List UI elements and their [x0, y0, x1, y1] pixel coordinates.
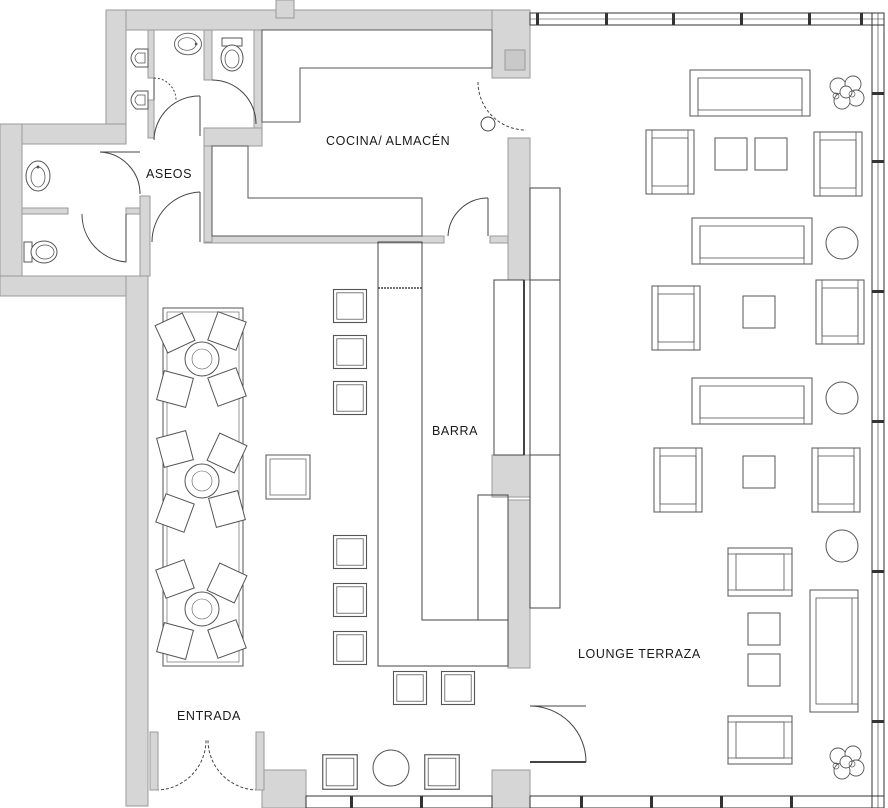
- urinal-icon: [130, 48, 149, 68]
- urinal-icon: [130, 90, 149, 110]
- chair: [322, 754, 358, 790]
- door-swing-icon: [81, 77, 587, 791]
- entrance-frame-right: [255, 731, 265, 791]
- armchair: [645, 129, 695, 195]
- coffee-table: [714, 137, 748, 171]
- label-aseos: ASEOS: [146, 167, 192, 181]
- round-table: [825, 226, 859, 260]
- terrace-railing: [305, 12, 885, 808]
- coffee-table: [742, 295, 776, 329]
- lounge-furniture: [645, 69, 865, 780]
- chair: [424, 754, 460, 790]
- armchair: [815, 279, 865, 345]
- stool: [332, 582, 368, 618]
- sink-icon: [174, 32, 202, 56]
- plant-icon: [829, 75, 865, 110]
- label-entrada: ENTRADA: [177, 709, 241, 723]
- label-cocina: COCINA/ ALMACÉN: [326, 133, 450, 148]
- sofa-vertical: [809, 589, 859, 713]
- armchair: [727, 547, 793, 597]
- stool: [392, 670, 428, 706]
- round-table: [825, 381, 859, 415]
- label-lounge: LOUNGE TERRAZA: [578, 647, 701, 661]
- armchair: [651, 285, 701, 351]
- sofa: [691, 217, 813, 265]
- plant-icon: [829, 745, 865, 780]
- bar-stools: [265, 288, 476, 706]
- kitchen-counter: [211, 29, 493, 237]
- stool: [332, 288, 368, 324]
- armchair: [811, 447, 861, 513]
- toilet-icon: [23, 240, 58, 264]
- stool: [332, 630, 368, 666]
- coffee-table: [747, 653, 781, 687]
- armchair: [727, 715, 793, 765]
- stool: [332, 534, 368, 570]
- entrance-table-set: [322, 749, 460, 790]
- bar-counter: [377, 187, 561, 667]
- side-table: [265, 454, 311, 500]
- walls: [0, 0, 531, 808]
- sofa: [691, 377, 813, 425]
- round-table: [372, 749, 410, 787]
- sofa: [689, 69, 811, 117]
- armchair: [653, 447, 703, 513]
- entrance-frame-left: [149, 731, 159, 791]
- coffee-table: [747, 612, 781, 646]
- stool: [332, 334, 368, 370]
- stool: [332, 380, 368, 416]
- round-table: [825, 529, 859, 563]
- armchair: [813, 131, 863, 197]
- sink-icon: [25, 160, 51, 192]
- toilet-icon: [220, 37, 244, 72]
- label-barra: BARRA: [432, 424, 478, 438]
- coffee-table: [754, 137, 788, 171]
- railing-posts: [350, 13, 884, 808]
- coffee-table: [742, 455, 776, 489]
- dining-area: [154, 307, 248, 667]
- stool: [440, 670, 476, 706]
